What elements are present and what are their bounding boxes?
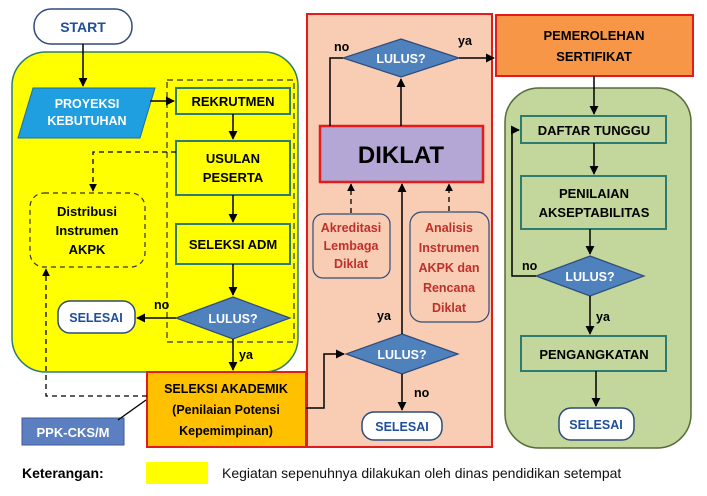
label-ya-admin: ya <box>239 348 254 362</box>
start-label: START <box>60 19 106 35</box>
dashed-admin-frame <box>166 79 295 343</box>
lulus-akseptabilitas-label: LULUS? <box>565 270 614 284</box>
label-no-akademik: no <box>414 386 430 400</box>
legend-swatch-yellow <box>146 462 208 484</box>
analisis-label-2: Instrumen <box>419 241 479 255</box>
penilaian-label-1: PENILAIAN <box>559 186 629 201</box>
ppk-cks-label: PPK-CKS/M <box>37 425 110 440</box>
legend: Keterangan: Kegiatan sepenuhnya dilakuka… <box>22 458 702 488</box>
selesai-akademik-node <box>361 411 443 441</box>
distribusi-label-1: Distribusi <box>57 204 117 219</box>
pemerolehan-label-2: SERTIFIKAT <box>556 49 632 64</box>
rekrutmen-label: REKRUTMEN <box>191 94 274 109</box>
diklat-label: DIKLAT <box>358 142 445 169</box>
connectors <box>78 44 601 411</box>
seleksi-akademik-node <box>146 371 307 448</box>
analisis-label-5: Diklat <box>432 301 467 315</box>
legend-label: Keterangan: <box>22 465 104 481</box>
selesai-final-label: SELESAI <box>569 418 623 432</box>
seleksi-adm-node <box>175 223 291 265</box>
akreditasi-node <box>312 213 391 279</box>
edge-lulus-no-daftar <box>510 125 536 277</box>
pemerolehan-label-1: PEMEROLEHAN <box>543 28 644 43</box>
distribusi-label-2: Instrumen <box>56 223 119 238</box>
penilaian-label-2: AKSEPTABILITAS <box>539 205 650 220</box>
proyeksi-label-2: KEBUTUHAN <box>47 114 126 128</box>
selesai-admin-label: SELESAI <box>69 311 123 325</box>
lulus-akademik-label: LULUS? <box>377 348 426 362</box>
proyeksi-kebutuhan-node <box>17 87 156 139</box>
akreditasi-label-1: Akreditasi <box>321 221 381 235</box>
label-no-admin: no <box>154 298 170 312</box>
akreditasi-label-3: Diklat <box>334 257 369 271</box>
label-ya-akseptabilitas: ya <box>596 310 611 324</box>
edge-usulan-distribusi <box>89 151 176 192</box>
pengangkatan-node <box>520 335 667 372</box>
edge-akademik-distribusi <box>42 268 147 397</box>
edge-lulus-no-loop <box>329 57 343 126</box>
pengangkatan-label: PENGANGKATAN <box>539 347 648 362</box>
seleksi-akademik-label-1: SELEKSI AKADEMIK <box>164 382 288 396</box>
usulan-label-2: PESERTA <box>203 170 264 185</box>
edge-ppk-akademik <box>117 399 147 421</box>
edge-akademik-lulus <box>306 349 345 409</box>
proyeksi-label-1: PROYEKSI <box>55 97 120 111</box>
ppk-cks-node <box>21 417 125 446</box>
analisis-label-3: AKPK dan <box>418 261 479 275</box>
analisis-label-1: Analisis <box>425 221 473 235</box>
seleksi-akademik-label-3: Kepemimpinan) <box>179 424 273 438</box>
legend-text: Kegiatan sepenuhnya dilakukan oleh dinas… <box>222 465 622 481</box>
distribusi-label-3: AKPK <box>69 242 106 257</box>
distribusi-instrumen-node <box>29 192 146 268</box>
selesai-final-node <box>558 407 635 441</box>
label-no-akseptabilitas: no <box>522 259 538 273</box>
akreditasi-label-2: Lembaga <box>324 239 380 253</box>
analisis-label-4: Rencana <box>423 281 476 295</box>
pemerolehan-sertifikat-node <box>495 14 694 77</box>
lulus-admin-label: LULUS? <box>208 312 257 326</box>
usulan-label-1: USULAN <box>206 151 260 166</box>
label-ya-diklat: ya <box>458 34 473 48</box>
penilaian-akseptabilitas-node <box>520 175 667 230</box>
label-ya-akademik: ya <box>377 309 392 323</box>
seleksi-akademik-label-2: (Penilaian Potensi <box>172 403 280 417</box>
selesai-admin-node <box>57 300 136 334</box>
dashed-connectors <box>42 151 453 421</box>
lulus-decision-diklat <box>341 38 461 78</box>
seleksi-adm-label: SELEKSI ADM <box>189 237 277 252</box>
selesai-akademik-label: SELESAI <box>375 420 429 434</box>
label-no-diklat: no <box>334 40 350 54</box>
daftar-tunggu-node <box>520 115 667 144</box>
analisis-instrumen-node <box>409 211 490 323</box>
daftar-tunggu-label: DAFTAR TUNGGU <box>538 123 650 138</box>
lulus-diklat-label: LULUS? <box>376 52 425 66</box>
usulan-peserta-node <box>175 140 291 196</box>
